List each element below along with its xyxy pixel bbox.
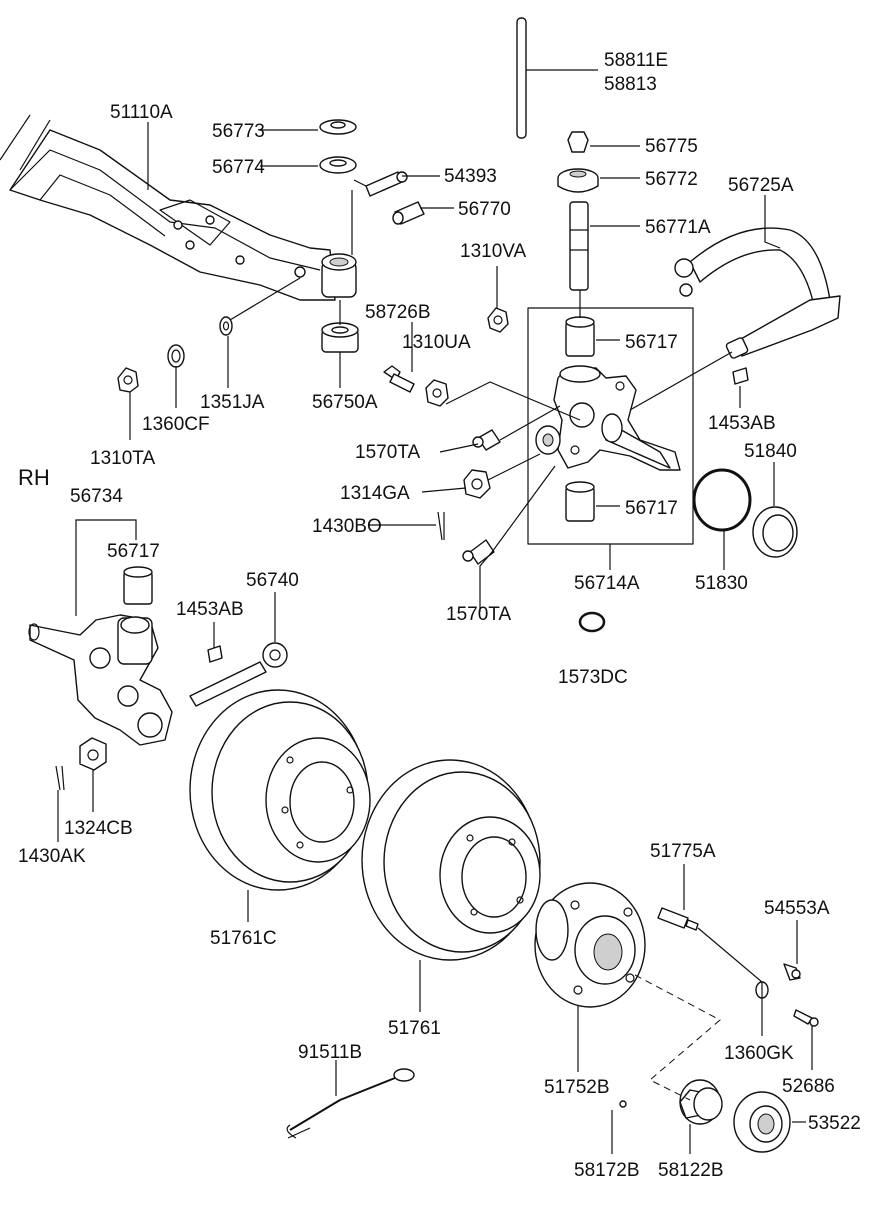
- grease-fitting-54393: [365, 171, 408, 197]
- wheel-bolt-51775A: [657, 907, 699, 931]
- label-58726B: 58726B: [365, 302, 431, 323]
- cap-56772: [557, 168, 599, 193]
- beam-end-boss: [321, 253, 357, 298]
- label-1351JA: 1351JA: [200, 392, 265, 413]
- side-label: RH: [18, 465, 50, 490]
- bolt-58726B: [383, 365, 415, 393]
- grease-fitting-1570TA-upper: [472, 429, 501, 451]
- label-58813: 58813: [604, 74, 657, 95]
- label-56774: 56774: [212, 157, 265, 178]
- assembly-guide-line: [634, 974, 721, 1101]
- nut-1310UA: [425, 379, 449, 407]
- label-51761: 51761: [388, 1018, 441, 1039]
- label-56725A: 56725A: [728, 175, 794, 196]
- label-1430BO: 1430BO: [312, 516, 382, 537]
- label-56714A: 56714A: [574, 573, 640, 594]
- cotter-pin-1430AK: [55, 765, 65, 791]
- label-1360GK: 1360GK: [724, 1043, 794, 1064]
- label-58811E: 58811E: [604, 50, 668, 71]
- washer-56773: [319, 119, 357, 135]
- label-52686: 52686: [782, 1076, 835, 1097]
- sensor-cable-91511B: [286, 1068, 415, 1139]
- front-axle-beam: [0, 114, 336, 301]
- brake-drum: [189, 689, 371, 891]
- label-1570TA-b: 1570TA: [446, 604, 511, 625]
- seal-ball-58172B: [619, 1100, 627, 1108]
- nut-1314GA: [463, 469, 491, 499]
- seal-51840: [752, 506, 798, 558]
- label-1310VA: 1310VA: [460, 241, 527, 262]
- o-ring-1573DC: [578, 611, 606, 633]
- tie-rod-arm: [674, 227, 841, 359]
- label-56771A: 56771A: [645, 217, 711, 238]
- washer-1360CF: [167, 344, 185, 368]
- knuckle-arm-bushing: [535, 425, 561, 455]
- rh-arm-56740: [189, 642, 288, 707]
- nut-1324CB: [79, 737, 107, 771]
- label-56750A: 56750A: [312, 392, 378, 413]
- label-1453AB-b: 1453AB: [176, 599, 244, 620]
- label-54393: 54393: [444, 166, 497, 187]
- label-1360CF: 1360CF: [142, 414, 210, 435]
- label-56717-b: 56717: [107, 541, 160, 562]
- label-58122B: 58122B: [658, 1160, 724, 1181]
- washer-56774: [319, 156, 357, 174]
- label-56734: 56734: [70, 486, 123, 507]
- brake-rotor: [361, 759, 541, 961]
- bolt-52686: [793, 1009, 819, 1027]
- label-1573DC: 1573DC: [558, 667, 628, 688]
- king-pin: [516, 17, 527, 139]
- label-1430AK: 1430AK: [18, 846, 86, 867]
- bushing-56717-upper: [565, 316, 595, 357]
- label-51752B: 51752B: [544, 1077, 610, 1098]
- label-51840: 51840: [744, 441, 797, 462]
- leader-lines: [57, 69, 813, 1154]
- washer-1351JA: [219, 316, 233, 336]
- pin-56770: [392, 201, 425, 225]
- label-56772: 56772: [645, 169, 698, 190]
- label-56770: 56770: [458, 199, 511, 220]
- cotter-pin-1430BO: [437, 511, 445, 541]
- label-51761C: 51761C: [210, 928, 277, 949]
- label-1570TA-a: 1570TA: [355, 442, 420, 463]
- label-56717-c: 56717: [625, 498, 678, 519]
- nut-1310VA: [487, 307, 509, 333]
- label-58172B: 58172B: [574, 1160, 640, 1181]
- label-56775: 56775: [645, 136, 698, 157]
- grease-fitting-1570TA-lower: [462, 539, 495, 565]
- wheel-hub: [534, 882, 646, 1008]
- label-1324CB: 1324CB: [64, 818, 133, 839]
- rh-key-1453AB: [207, 645, 223, 663]
- label-53522: 53522: [808, 1113, 861, 1134]
- o-ring-51830: [692, 468, 752, 532]
- steering-knuckle: [553, 365, 681, 471]
- label-1310TA-a: 1310TA: [90, 448, 155, 469]
- bushing-56717-lower: [565, 481, 595, 522]
- bushing-56750A: [321, 322, 359, 353]
- nut-1310TA: [117, 367, 139, 393]
- key-1453AB: [732, 367, 749, 385]
- cap-56775: [567, 131, 589, 153]
- label-56717-a: 56717: [625, 332, 678, 353]
- label-1314GA: 1314GA: [340, 483, 410, 504]
- bearing-58122B: [679, 1079, 723, 1125]
- label-51830: 51830: [695, 573, 748, 594]
- label-56773: 56773: [212, 121, 265, 142]
- label-1310UA: 1310UA: [402, 332, 471, 353]
- pin-56771A: [569, 201, 589, 291]
- bearing-53522: [733, 1091, 791, 1153]
- rh-bushing-56717: [123, 566, 153, 605]
- label-91511B: 91511B: [298, 1042, 362, 1063]
- part-labels: RH 58811E 58813 51110A 56773 56775 56774…: [18, 50, 861, 1181]
- bolt-54553A: [783, 963, 801, 981]
- label-51775A: 51775A: [650, 841, 716, 862]
- label-51110A: 51110A: [110, 102, 173, 123]
- label-56740: 56740: [246, 570, 299, 591]
- label-54553A: 54553A: [764, 898, 830, 919]
- label-1453AB-a: 1453AB: [708, 413, 776, 434]
- rh-steering-knuckle: [28, 614, 173, 746]
